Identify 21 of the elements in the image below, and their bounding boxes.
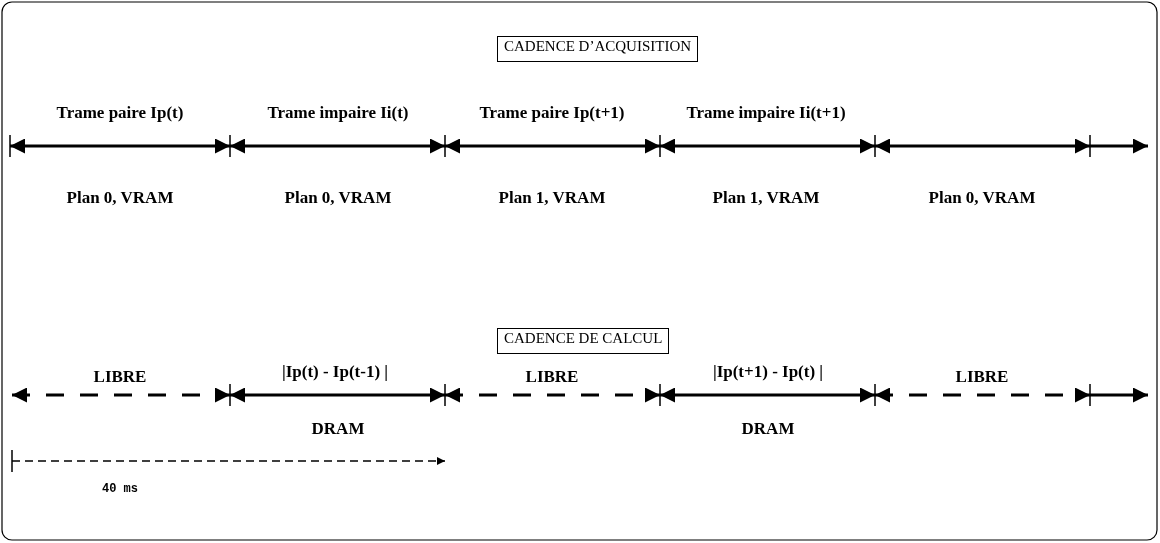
formula-label: |Ip(t) - Ip(t-1) | — [281, 362, 389, 382]
frame-label: Trame impaire Ii(t) — [267, 103, 409, 123]
memory-label: Plan 1, VRAM — [498, 188, 606, 208]
frame-label: Trame paire Ip(t+1) — [479, 103, 625, 123]
heading-box — [497, 328, 670, 354]
heading-text: CADENCE DE CALCUL — [504, 330, 663, 346]
memory-label: Plan 1, VRAM — [712, 188, 820, 208]
state-label: LIBRE — [955, 367, 1009, 387]
frame-label: Trame paire Ip(t) — [56, 103, 184, 123]
memory-label: Plan 0, VRAM — [928, 188, 1036, 208]
frame-label: Trame impaire Ii(t+1) — [686, 103, 846, 123]
state-label: LIBRE — [525, 367, 579, 387]
memory-label: DRAM — [741, 419, 795, 439]
heading-box — [497, 36, 699, 62]
memory-label: Plan 0, VRAM — [284, 188, 392, 208]
memory-label: DRAM — [311, 419, 365, 439]
heading-text: CADENCE D’ACQUISITION — [504, 38, 692, 54]
state-label: LIBRE — [93, 367, 147, 387]
duration-label: 40 ms — [102, 482, 138, 496]
formula-label: |Ip(t+1) - Ip(t) | — [712, 362, 824, 382]
memory-label: Plan 0, VRAM — [66, 188, 174, 208]
